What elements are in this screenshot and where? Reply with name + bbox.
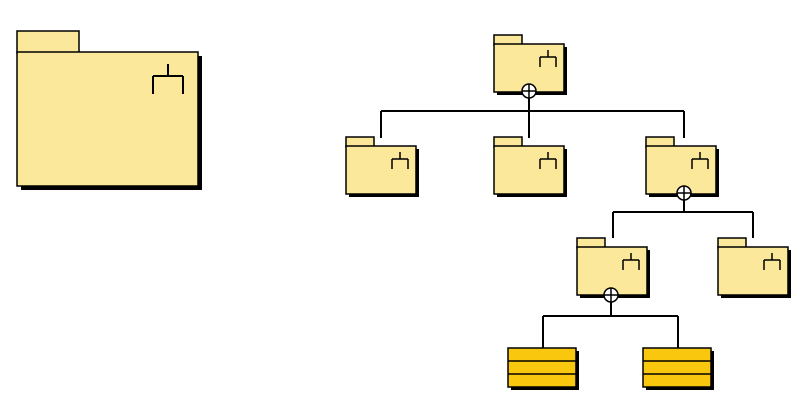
circle-plus-containment-icon [521,83,537,99]
subsystem-fork-icon [152,64,184,94]
package-body [717,246,789,296]
class-box-2 [642,347,714,390]
class-body [507,347,577,388]
subsystem-fork-icon [539,50,557,67]
child-package-2 [493,136,567,197]
class-box-1 [507,347,579,390]
legend-package [16,30,202,190]
class-body [642,347,712,388]
sub-package-2 [717,237,791,298]
subsystem-fork-icon [763,253,781,270]
package-tab [16,30,80,54]
circle-plus-containment-icon [603,287,619,303]
package-body [576,246,648,296]
subsystem-fork-icon [691,152,709,169]
package-body [493,145,565,195]
circle-plus-containment-icon [676,185,692,201]
package-body [16,51,199,187]
package-body [345,145,417,195]
subsystem-fork-icon [539,152,557,169]
sub-package-1 [576,237,650,298]
child-package-1 [345,136,419,197]
subsystem-fork-icon [622,253,640,270]
subsystem-fork-icon [391,152,409,169]
